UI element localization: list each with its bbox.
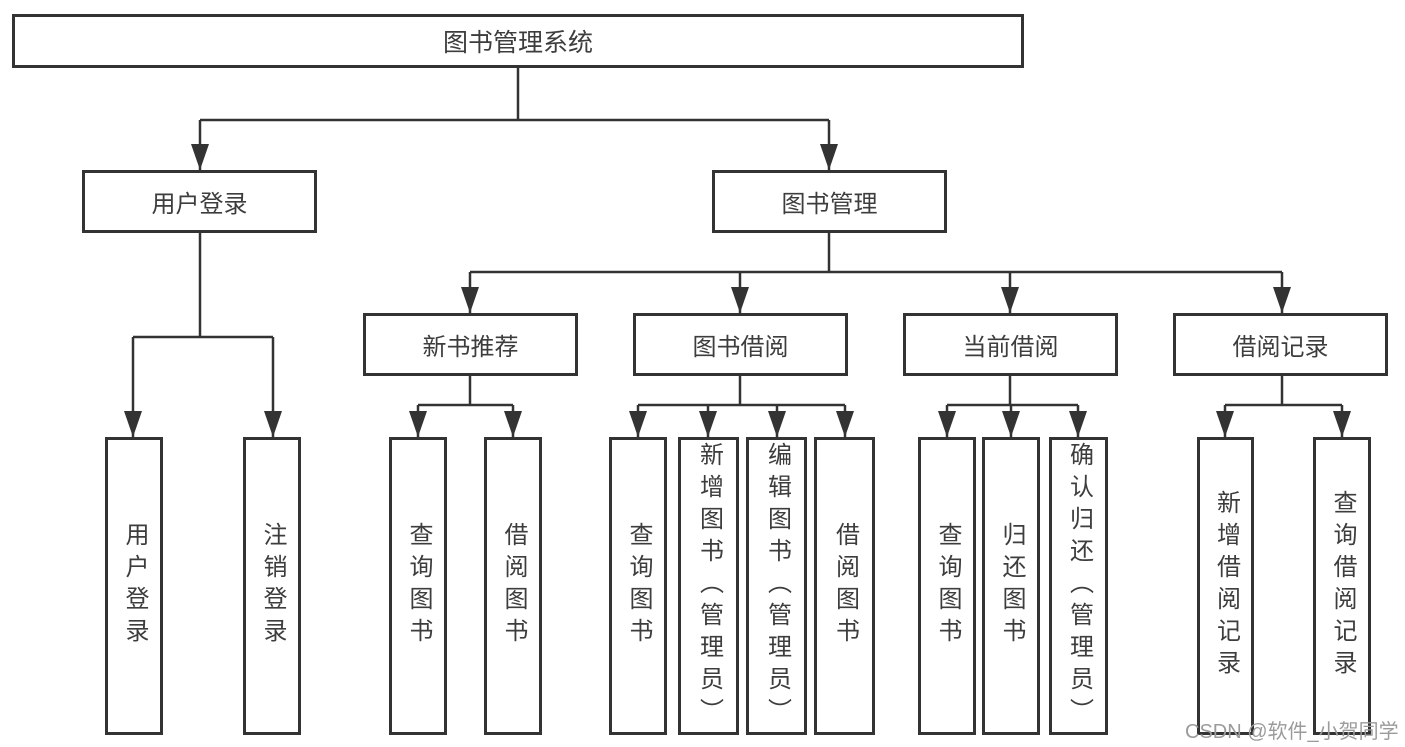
leaf-records-query-record: 查询借阅记录 [1313, 437, 1371, 735]
leaf-current-return-book: 归还图书 [982, 437, 1040, 735]
leaf-borrow-borrow-book: 借阅图书 [814, 437, 875, 735]
leaf-borrow-edit-book-admin: 编辑图书（管理员） [746, 437, 807, 735]
watermark-text: CSDN @软件_小贺同学 [1185, 721, 1399, 743]
node-current-borrow: 当前借阅 [903, 313, 1118, 376]
leaf-current-confirm-return-admin: 确认归还（管理员） [1049, 437, 1108, 735]
node-book-borrow: 图书借阅 [633, 313, 848, 376]
node-new-book-recommend: 新书推荐 [363, 313, 578, 376]
leaf-logout: 注销登录 [243, 437, 301, 735]
leaf-records-add-record: 新增借阅记录 [1197, 437, 1254, 735]
node-borrow-records: 借阅记录 [1173, 313, 1388, 376]
leaf-borrow-query-book: 查询图书 [609, 437, 667, 735]
leaf-recommend-borrow-book: 借阅图书 [484, 437, 542, 735]
leaf-current-query-book: 查询图书 [918, 437, 976, 735]
leaf-borrow-add-book-admin: 新增图书（管理员） [678, 437, 739, 735]
arrowheads [124, 144, 1351, 437]
leaf-recommend-query-book: 查询图书 [389, 437, 447, 735]
node-user-login: 用户登录 [82, 170, 317, 233]
node-library-system: 图书管理系统 [12, 14, 1024, 68]
node-book-management: 图书管理 [712, 170, 947, 233]
leaf-user-login: 用户登录 [105, 437, 163, 735]
